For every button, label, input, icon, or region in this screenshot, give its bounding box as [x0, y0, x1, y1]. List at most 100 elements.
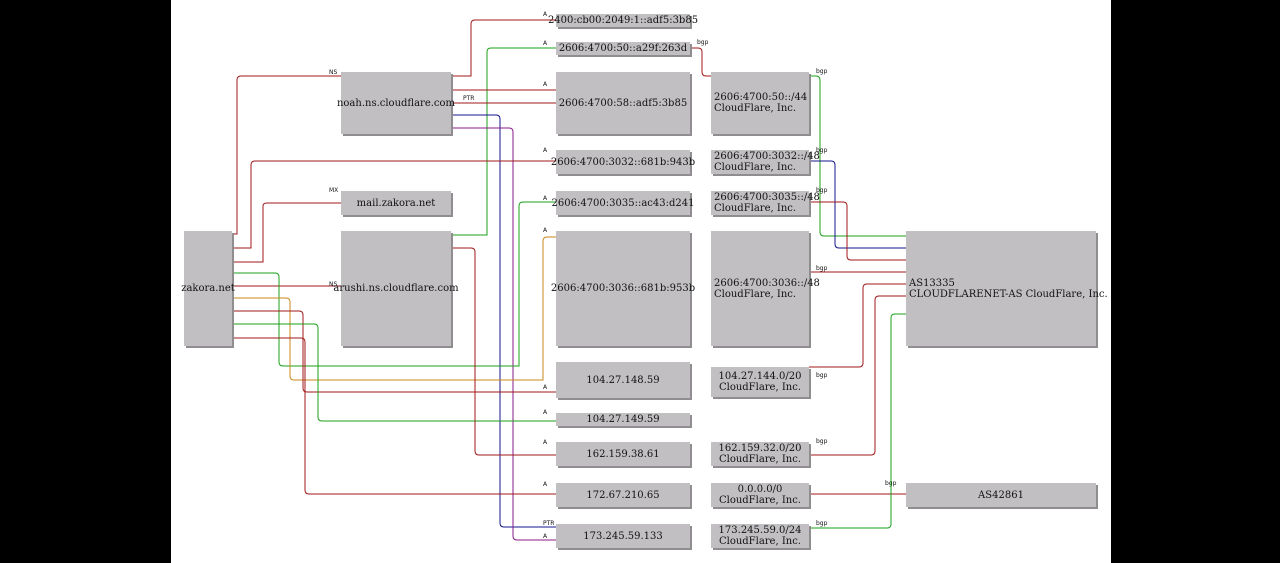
- edge-arushi-ip6-263d: [451, 47, 556, 236]
- net-3036-org: CloudFlare, Inc.: [714, 288, 797, 300]
- node-ip4-173-label: 173.245.59.133: [583, 530, 663, 542]
- node-ip6-263d-label: 2606:4700:50::a29f:263d: [558, 43, 688, 54]
- net-173-org: CloudFlare, Inc.: [718, 536, 802, 547]
- node-ip6-953b[interactable]: 2606:4700:3036::681b:953b: [551, 231, 695, 346]
- edge-net-3035-as13335: [809, 201, 906, 261]
- edge-zakora-ip6-d241: [232, 201, 556, 367]
- net-144-org: CloudFlare, Inc.: [718, 382, 802, 393]
- node-ip4-148-label: 104.27.148.59: [586, 374, 660, 386]
- node-ip6-943b-label: 2606:4700:3032::681b:943b: [550, 156, 696, 168]
- edge-net-3032-as13335: [809, 160, 906, 249]
- net-144-prefix: 104.27.144.0/20: [718, 371, 802, 382]
- edge-label-net-144-as13335: bgp: [816, 372, 828, 379]
- edge-net-173-as13335: [809, 313, 906, 529]
- edge-label-ns-noah: NS: [329, 69, 337, 76]
- as13335-asn: AS13335: [909, 277, 955, 289]
- net-50-prefix: 2606:4700:50::/44: [714, 92, 808, 103]
- edge-label-arushi-ip6-263d: A: [543, 40, 548, 47]
- edge-ip6-263d-net-50: [690, 47, 711, 77]
- net-3032-prefix: 2606:4700:3032::/48: [714, 151, 820, 162]
- edge-label-mx-mail: MX: [329, 187, 338, 194]
- edge-label-mail-ip4-172: A: [543, 481, 548, 488]
- edge-label-ns-arushi: NS: [329, 281, 337, 288]
- edge-label-net-3035-as13335: bgp: [816, 187, 828, 194]
- node-ip4-172-label: 172.67.210.65: [586, 489, 660, 501]
- edge-label-arushi-ip4-162: A: [543, 439, 548, 446]
- net-0-prefix: 0.0.0.0/0: [737, 484, 783, 495]
- edge-label-noah-ip4-173-ptr: PTR: [543, 520, 554, 527]
- edge-mail-ip4-172: [232, 337, 556, 495]
- node-ip4-172[interactable]: 172.67.210.65: [556, 483, 690, 507]
- edge-zakora-ip4-149: [232, 323, 556, 422]
- edge-label-net-3036-as13335: bgp: [816, 265, 828, 272]
- net-0-org: CloudFlare, Inc.: [718, 495, 802, 506]
- edge-layer: NSMXNSAAAPTRPTRAAAAAAAAbgpbgpbgpbgpbgpbg…: [232, 11, 906, 541]
- node-noah[interactable]: noah.ns.cloudflare.com: [337, 72, 455, 134]
- edge-label-zakora-ip6-953b: A: [543, 227, 548, 234]
- edge-label-ip6-3b85-noah: PTR: [463, 95, 474, 102]
- edge-label-net-173-as13335: bgp: [816, 520, 828, 527]
- net-3032-org: CloudFlare, Inc.: [714, 162, 797, 173]
- node-arushi[interactable]: arushi.ns.cloudflare.com: [333, 231, 459, 346]
- node-ip4-149-label: 104.27.149.59: [586, 414, 660, 425]
- edge-ns-noah: [232, 75, 341, 235]
- net-162-org: CloudFlare, Inc.: [718, 454, 802, 465]
- edge-label-noah-ip4-173-a: A: [543, 533, 548, 540]
- node-mail-label: mail.zakora.net: [356, 197, 436, 209]
- net-3036-prefix: 2606:4700:3036::/48: [714, 277, 820, 289]
- node-ip4-162[interactable]: 162.159.38.61: [556, 442, 690, 466]
- node-ip4-162-label: 162.159.38.61: [586, 448, 660, 460]
- node-ip6-d241[interactable]: 2606:4700:3035::ac43:d241: [552, 191, 694, 215]
- node-as42861-label: AS42861: [978, 489, 1024, 501]
- edge-label-net-162-as13335: bgp: [816, 438, 828, 445]
- node-ip6-2400[interactable]: 2400:cb00:2049:1::adf5:3b85: [548, 14, 698, 27]
- node-ip6-3b85-label: 2606:4700:58::adf5:3b85: [558, 97, 688, 109]
- node-ip6-263d[interactable]: 2606:4700:50::a29f:263d: [556, 42, 690, 55]
- edge-label-zakora-ip4-149: A: [543, 409, 548, 416]
- edge-mx-mail: [232, 202, 341, 263]
- node-arushi-label: arushi.ns.cloudflare.com: [333, 283, 459, 294]
- as13335-name: CLOUDFLARENET-AS CloudFlare, Inc.: [909, 288, 1108, 300]
- node-noah-label: noah.ns.cloudflare.com: [336, 97, 456, 109]
- node-ip4-173[interactable]: 173.245.59.133: [556, 524, 690, 548]
- edge-net-162-as13335: [809, 295, 906, 456]
- node-as42861[interactable]: AS42861: [906, 483, 1096, 507]
- node-ip6-943b[interactable]: 2606:4700:3032::681b:943b: [551, 150, 695, 174]
- edge-zakora-ip6-943b: [232, 160, 556, 249]
- edge-label-net-3032-as13335: bgp: [816, 147, 828, 154]
- edge-label-noah-ip6-2400: A: [543, 11, 548, 18]
- edge-label-net-50-as13335: bgp: [816, 68, 828, 75]
- node-ip6-953b-label: 2606:4700:3036::681b:953b: [550, 283, 696, 294]
- net-162-prefix: 162.159.32.0/20: [718, 443, 802, 454]
- node-ip6-3b85[interactable]: 2606:4700:58::adf5:3b85: [556, 72, 690, 134]
- node-ip6-d241-label: 2606:4700:3035::ac43:d241: [551, 197, 695, 209]
- net-173-prefix: 173.245.59.0/24: [718, 525, 802, 536]
- edge-noah-ip4-173-a: [451, 127, 556, 541]
- edge-net-50-as13335: [809, 75, 906, 237]
- node-zakora[interactable]: zakora.net: [181, 231, 235, 346]
- net-3035-org: CloudFlare, Inc.: [714, 203, 797, 214]
- edge-noah-ip4-173-ptr: [451, 114, 556, 528]
- edge-label-zakora-ip4-148: A: [543, 384, 548, 391]
- edge-net-144-as13335: [809, 283, 906, 368]
- node-zakora-label: zakora.net: [181, 283, 235, 294]
- node-ip4-149[interactable]: 104.27.149.59: [556, 413, 690, 426]
- edge-label-zakora-ip6-943b: A: [543, 147, 548, 154]
- edge-label-zakora-ip6-d241: A: [543, 195, 548, 202]
- edge-arushi-ip4-162: [451, 247, 556, 456]
- net-3035-prefix: 2606:4700:3035::/48: [714, 192, 820, 203]
- edge-zakora-ip6-953b: [232, 236, 556, 381]
- node-mail[interactable]: mail.zakora.net: [341, 191, 451, 215]
- node-ip4-148[interactable]: 104.27.148.59: [556, 362, 690, 398]
- net-50-org: CloudFlare, Inc.: [714, 103, 797, 114]
